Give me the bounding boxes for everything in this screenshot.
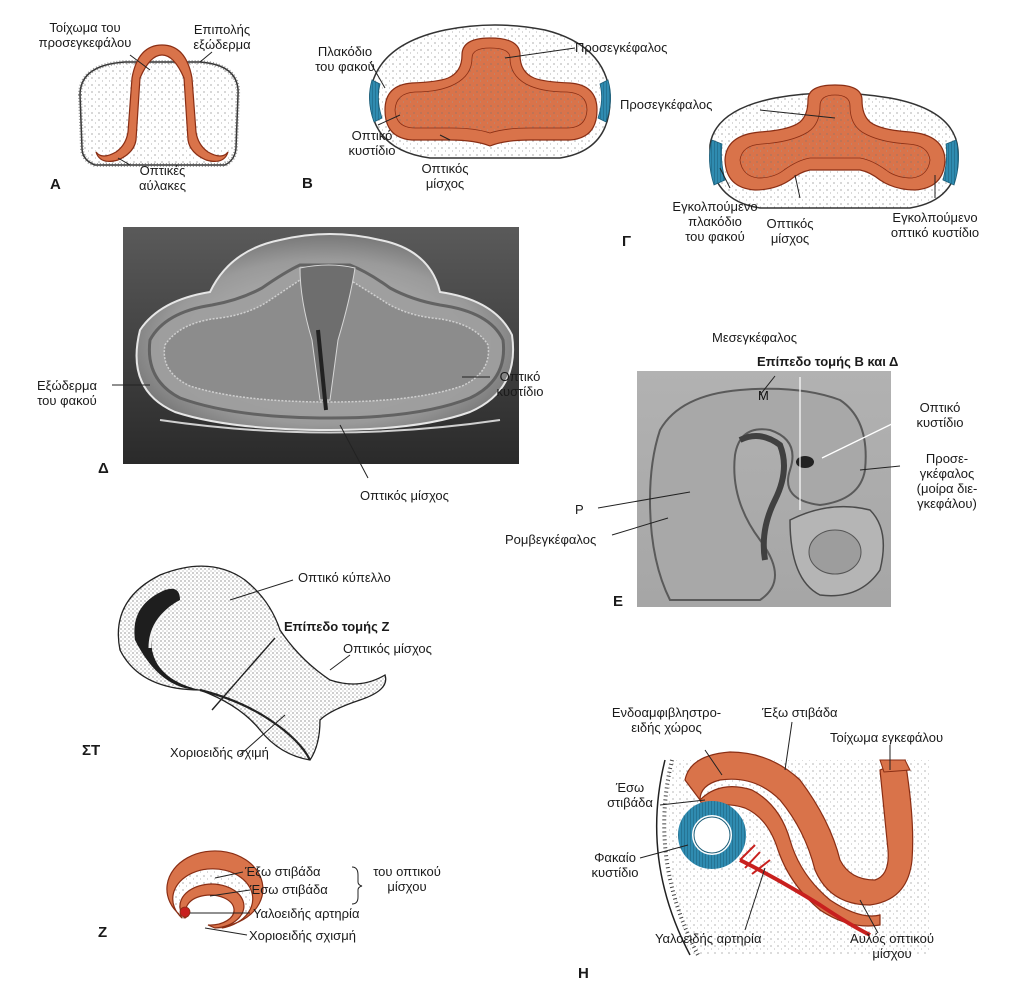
- panel-d-micrograph: [112, 227, 519, 479]
- panel-h-inner-layer: [699, 786, 881, 927]
- panel-b-lens-placode-right: [597, 79, 611, 123]
- label-invaginating-vesicle: Εγκολπούμενο οπτικό κυστίδιο: [890, 210, 980, 240]
- label-surface-ectoderm: Επιπολής εξώδερμα: [193, 22, 251, 52]
- panel-st-cup-opening: [134, 588, 200, 690]
- label-lens-ectoderm: Εξώδερμα του φακού: [36, 378, 98, 408]
- panel-a-drawing: [77, 44, 241, 167]
- label-forebrain-b: Προσεγκέφαλος: [575, 40, 668, 55]
- panel-letter-z: Z: [98, 924, 108, 941]
- label-m: M: [758, 388, 769, 403]
- panel-e-micrograph: [597, 371, 901, 607]
- panel-st-drawing: [117, 565, 387, 761]
- label-forebrain-wall: Τοίχωμα του προσεγκεφάλου: [38, 20, 132, 50]
- panel-a-neural-wall: [95, 44, 229, 162]
- label-of-optic-stalk: του οπτικού μίσχου: [373, 864, 441, 894]
- label-section-plane-z: Επίπεδο τομής Z: [284, 619, 390, 634]
- label-outer-layer-h: Έξω στιβάδα: [762, 705, 838, 720]
- panel-letter-b: B: [302, 175, 313, 192]
- label-hyaloid-artery-h: Υαλοειδής αρτηρία: [655, 931, 762, 946]
- panel-letter-d: Δ: [98, 460, 109, 477]
- label-optic-stalk-b: Οπτικός μίσχος: [421, 161, 469, 191]
- panel-letter-h: H: [578, 965, 589, 982]
- panel-st-cup: [117, 565, 387, 761]
- panel-g-lens-placode-right: [942, 139, 959, 186]
- label-r: P: [575, 502, 584, 517]
- panel-z-hyaloid-artery: [179, 906, 191, 918]
- label-brain-wall: Τοίχωμα εγκεφάλου: [830, 730, 944, 745]
- label-invaginating-placode: Εγκολπούμενο πλακόδιο του φακού: [672, 199, 758, 244]
- label-forebrain-g: Προσεγκέφαλος: [620, 97, 713, 112]
- label-inner-layer-z: Έσω στιβάδα: [250, 882, 328, 897]
- panel-h-hyaloid-artery: [739, 858, 871, 937]
- label-lens-vesicle: Φακαίο κυστίδιο: [591, 850, 639, 880]
- panel-z-drawing: [166, 850, 363, 936]
- label-optic-vesicle-e: Οπτικό κυστίδιο: [916, 400, 964, 430]
- label-optic-stalk-g: Οπτικός μίσχος: [766, 216, 814, 246]
- label-choroid-fissure-st: Χοριοειδής σχιμή: [170, 745, 269, 760]
- panel-h-lens-vesicle: [678, 801, 746, 869]
- label-section-plane-bd: Επίπεδο τομής B και Δ: [757, 354, 899, 369]
- label-optic-vesicle-d: Οπτικό κυστίδιο: [496, 369, 544, 399]
- panel-g-lumen: [739, 94, 931, 179]
- panel-letter-g: Γ: [622, 233, 632, 250]
- label-optic-stalk-st: Οπτικός μίσχος: [343, 641, 432, 656]
- panel-letter-e: E: [613, 593, 624, 610]
- label-outer-layer-z: Έξω στιβάδα: [245, 864, 321, 879]
- panel-z-inner-layer: [179, 883, 245, 929]
- label-inner-layer-h: Έσω στιβάδα: [607, 780, 653, 810]
- panel-a-ectoderm: [79, 61, 239, 166]
- label-lens-placode: Πλακόδιο του φακού: [315, 44, 375, 74]
- panel-g-drawing: [709, 84, 959, 209]
- panel-letter-a: A: [50, 176, 61, 193]
- panel-g-lens-placode-left: [709, 139, 726, 186]
- panel-b-drawing: [369, 24, 611, 159]
- panel-h-drawing: [639, 721, 930, 956]
- label-choroid-fissure-z: Χοριοειδής σχισμή: [249, 928, 356, 943]
- label-forebrain-diencephalon: Προσε- γκέφαλος (μοίρα διε- γκεφάλου): [916, 451, 978, 511]
- label-hyaloid-artery-z: Υαλοειδής αρτηρία: [253, 906, 360, 921]
- label-optic-stalk-d: Οπτικός μίσχος: [360, 488, 449, 503]
- panel-h-ectoderm: [655, 759, 691, 956]
- panel-b-lumen: [394, 47, 588, 134]
- label-optic-cup: Οπτικό κύπελλο: [298, 570, 391, 585]
- panel-letter-st: ΣT: [82, 742, 101, 759]
- label-rhombencephalon: Ρομβεγκέφαλος: [505, 532, 597, 547]
- label-optic-grooves: Οπτικές αύλακες: [138, 163, 186, 193]
- label-mesencephalon: Μεσεγκέφαλος: [712, 330, 797, 345]
- label-intraretinal-space: Ενδοαμφιβληστρο- ειδής χώρος: [611, 705, 722, 735]
- panel-b-lens-placode-left: [369, 79, 383, 123]
- label-optic-vesicle-b: Οπτικό κυστίδιο: [348, 128, 396, 158]
- label-stalk-lumen: Αυλός οπτικού μίσχου: [850, 931, 934, 961]
